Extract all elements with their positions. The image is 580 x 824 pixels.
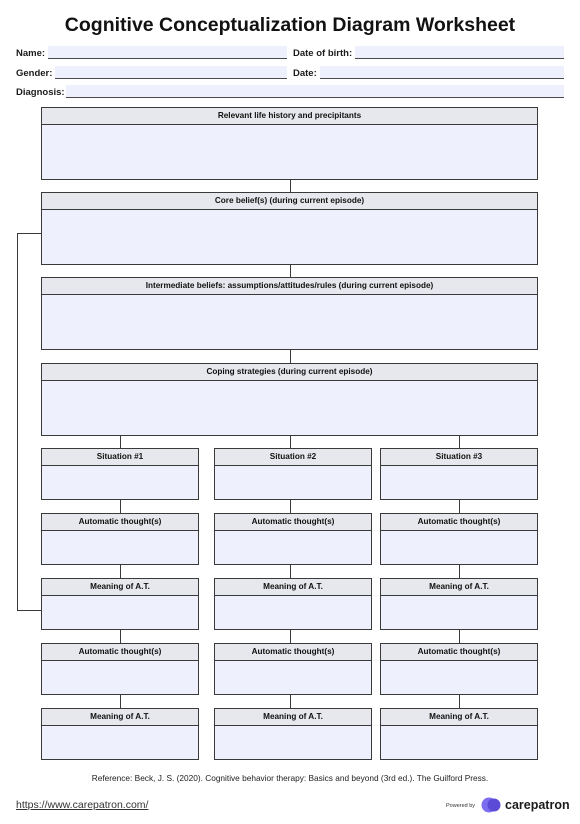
meaning-input[interactable] <box>381 596 537 629</box>
meaning-1b-box: Meaning of A.T. <box>41 708 199 760</box>
history-input[interactable] <box>42 125 537 179</box>
diagnosis-label: Diagnosis: <box>16 87 65 98</box>
core-beliefs-box: Core belief(s) (during current episode) <box>41 192 538 265</box>
automatic-thought-3b-box: Automatic thought(s) <box>380 643 538 695</box>
core-beliefs-header: Core belief(s) (during current episode) <box>42 193 537 210</box>
history-header: Relevant life history and precipitants <box>42 108 537 125</box>
history-box: Relevant life history and precipitants <box>41 107 538 180</box>
connector <box>290 565 291 578</box>
meaning-header: Meaning of A.T. <box>381 579 537 596</box>
meaning-2b-box: Meaning of A.T. <box>214 708 372 760</box>
connector <box>459 436 460 448</box>
situation-3-box: Situation #3 <box>380 448 538 500</box>
automatic-thought-2b-box: Automatic thought(s) <box>214 643 372 695</box>
feedback-line-bottom <box>17 610 41 611</box>
automatic-thought-header: Automatic thought(s) <box>381 514 537 531</box>
connector <box>290 265 291 277</box>
connector <box>120 500 121 513</box>
carepatron-link[interactable]: https://www.carepatron.com/ <box>16 799 149 811</box>
coping-strategies-input[interactable] <box>42 381 537 435</box>
meaning-2a-box: Meaning of A.T. <box>214 578 372 630</box>
meaning-header: Meaning of A.T. <box>381 709 537 726</box>
automatic-thought-1b-box: Automatic thought(s) <box>41 643 199 695</box>
meaning-input[interactable] <box>381 726 537 759</box>
name-label: Name: <box>16 48 46 59</box>
date-field[interactable] <box>320 66 564 79</box>
gender-label: Gender: <box>16 68 53 79</box>
meaning-input[interactable] <box>42 726 198 759</box>
connector <box>459 500 460 513</box>
meaning-input[interactable] <box>215 596 371 629</box>
intermediate-beliefs-header: Intermediate beliefs: assumptions/attitu… <box>42 278 537 295</box>
automatic-thought-header: Automatic thought(s) <box>42 644 198 661</box>
intermediate-beliefs-input[interactable] <box>42 295 537 349</box>
automatic-thought-1a-box: Automatic thought(s) <box>41 513 199 565</box>
connector <box>120 695 121 708</box>
feedback-line-vertical <box>17 233 18 610</box>
connector <box>290 500 291 513</box>
name-field[interactable] <box>48 46 287 59</box>
connector <box>459 630 460 643</box>
reference-text: Reference: Beck, J. S. (2020). Cognitive… <box>91 773 489 783</box>
automatic-thought-header: Automatic thought(s) <box>215 514 371 531</box>
situation-2-input[interactable] <box>215 466 371 499</box>
carepatron-logo-icon <box>481 797 501 813</box>
connector <box>120 630 121 643</box>
connector <box>290 630 291 643</box>
connector <box>290 695 291 708</box>
date-label: Date: <box>293 68 317 79</box>
brand-name: carepatron <box>505 798 570 812</box>
meaning-header: Meaning of A.T. <box>42 579 198 596</box>
gender-field[interactable] <box>55 66 287 79</box>
coping-strategies-box: Coping strategies (during current episod… <box>41 363 538 436</box>
automatic-thought-input[interactable] <box>42 661 198 694</box>
automatic-thought-header: Automatic thought(s) <box>381 644 537 661</box>
meaning-1a-box: Meaning of A.T. <box>41 578 199 630</box>
connector <box>459 565 460 578</box>
situation-1-header: Situation #1 <box>42 449 198 466</box>
connector <box>290 350 291 363</box>
automatic-thought-header: Automatic thought(s) <box>42 514 198 531</box>
situation-1-input[interactable] <box>42 466 198 499</box>
diagnosis-field[interactable] <box>66 85 564 98</box>
situation-3-header: Situation #3 <box>381 449 537 466</box>
dob-field[interactable] <box>355 46 564 59</box>
meaning-input[interactable] <box>215 726 371 759</box>
connector <box>120 436 121 448</box>
meaning-header: Meaning of A.T. <box>215 709 371 726</box>
page-title: Cognitive Conceptualization Diagram Work… <box>64 14 516 36</box>
connector <box>120 565 121 578</box>
meaning-3b-box: Meaning of A.T. <box>380 708 538 760</box>
situation-2-box: Situation #2 <box>214 448 372 500</box>
dob-label: Date of birth: <box>293 48 353 59</box>
automatic-thought-3a-box: Automatic thought(s) <box>380 513 538 565</box>
automatic-thought-input[interactable] <box>42 531 198 564</box>
meaning-3a-box: Meaning of A.T. <box>380 578 538 630</box>
situation-2-header: Situation #2 <box>215 449 371 466</box>
meaning-header: Meaning of A.T. <box>215 579 371 596</box>
automatic-thought-input[interactable] <box>381 531 537 564</box>
intermediate-beliefs-box: Intermediate beliefs: assumptions/attitu… <box>41 277 538 350</box>
feedback-line-top <box>17 233 41 234</box>
automatic-thought-header: Automatic thought(s) <box>215 644 371 661</box>
coping-strategies-header: Coping strategies (during current episod… <box>42 364 537 381</box>
connector <box>459 695 460 708</box>
connector <box>290 180 291 192</box>
automatic-thought-input[interactable] <box>215 661 371 694</box>
situation-3-input[interactable] <box>381 466 537 499</box>
core-beliefs-input[interactable] <box>42 210 537 264</box>
powered-by-label: Powered by <box>446 803 476 809</box>
automatic-thought-2a-box: Automatic thought(s) <box>214 513 372 565</box>
automatic-thought-input[interactable] <box>381 661 537 694</box>
meaning-header: Meaning of A.T. <box>42 709 198 726</box>
automatic-thought-input[interactable] <box>215 531 371 564</box>
situation-1-box: Situation #1 <box>41 448 199 500</box>
meaning-input[interactable] <box>42 596 198 629</box>
connector <box>290 436 291 448</box>
